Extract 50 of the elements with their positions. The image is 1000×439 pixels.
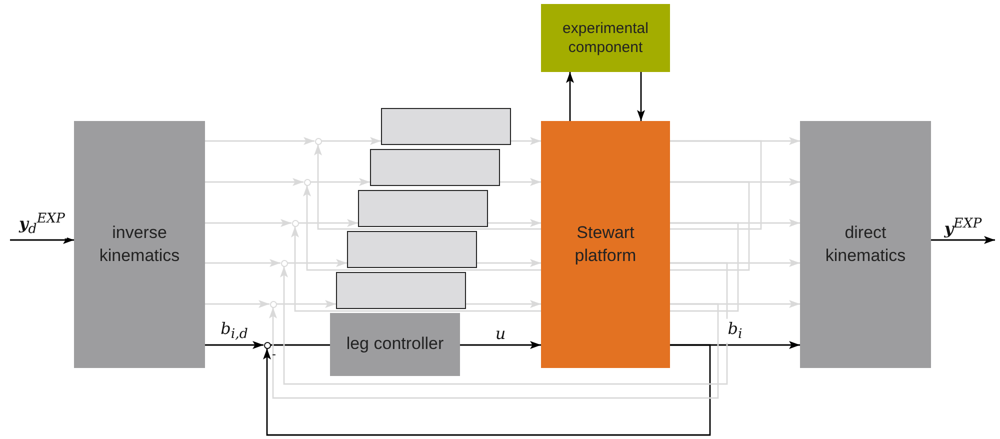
connector-line [270,344,330,346]
controller-card [370,149,500,186]
edge-label: b$_{i}$ [726,318,744,343]
summing-junction [270,300,276,308]
arrow [263,344,711,436]
arrow [566,72,574,121]
summing-junction [304,178,310,186]
arrow [637,72,645,121]
arrow [205,300,270,308]
arrow [500,178,541,186]
sign-label: - [272,348,276,360]
edge-label: y$^{EXP}$ [942,216,984,238]
arrow [269,303,719,399]
arrow [931,236,995,244]
arrow [276,300,336,308]
arrow [460,341,541,349]
block-label: leg controller [346,333,444,356]
summing-junction [292,220,298,226]
process-block [330,313,460,376]
controller-card [381,108,511,145]
arrow [288,259,347,267]
summing-junction [280,260,288,266]
arrow [205,219,292,227]
arrow [10,236,74,244]
arrow [477,259,541,267]
block-label: inverse kinematics [98,222,181,266]
summing-junction [314,138,322,144]
arrow [205,341,264,349]
process-block [541,4,670,72]
block-label: experimental component [562,18,650,58]
arrow [205,259,280,267]
arrow [205,178,304,186]
arrow [322,137,381,145]
arrow [511,137,541,145]
controller-card [336,272,466,309]
arrow [488,219,541,227]
edge-label: b$_{i,d}$ [218,318,250,343]
arrow [298,219,358,227]
process-block [541,121,670,368]
arrow [466,300,541,308]
block-label: direct kinematics [824,222,907,266]
process-block [800,121,931,368]
process-block [74,121,205,368]
arrow [205,137,314,145]
arrow [310,178,370,186]
arrow [280,262,728,385]
controller-card [347,231,477,268]
summing-junction [264,342,270,348]
block-label: Stewart platform [574,222,638,266]
controller-card [358,190,488,227]
